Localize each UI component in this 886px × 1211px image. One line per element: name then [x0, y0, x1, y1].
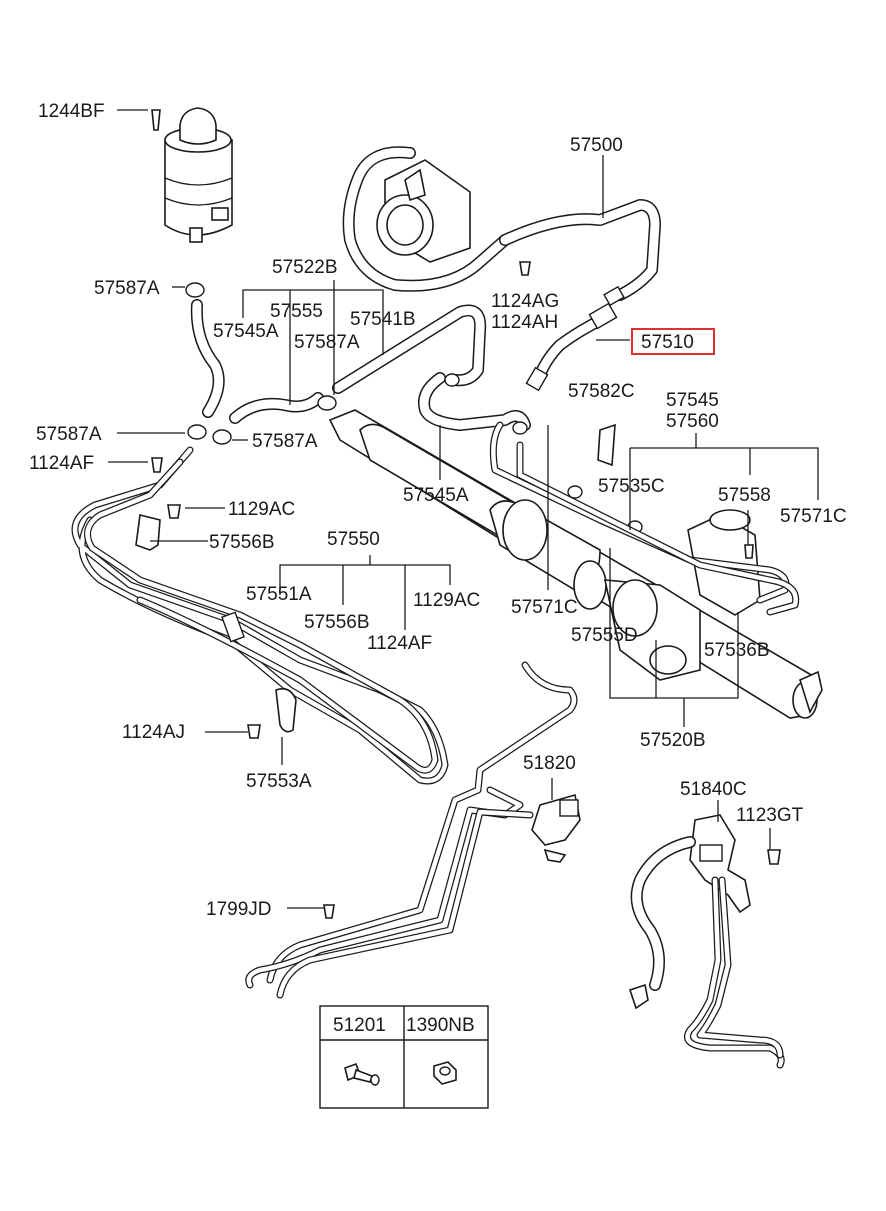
label-1244BF: 1244BF	[38, 101, 105, 122]
label-1124AF: 1124AF	[367, 633, 432, 654]
label-57587A: 57587A	[294, 332, 360, 353]
label-57536B: 57536B	[704, 640, 770, 661]
label-57555D: 57555D	[571, 625, 638, 646]
table-header-51201: 51201	[333, 1015, 386, 1036]
hose-clamps	[185, 282, 643, 534]
cooler-lines	[71, 446, 449, 785]
bolts	[151, 261, 781, 919]
lower-lines	[245, 661, 578, 999]
nut-1390NB-icon	[433, 1061, 457, 1085]
label-1799JD: 1799JD	[206, 899, 272, 920]
highlight-box-57510	[631, 328, 715, 355]
label-57520B: 57520B	[640, 730, 706, 751]
pump-hoses	[342, 146, 661, 301]
label-57553A: 57553A	[246, 771, 312, 792]
label-57510: 57510	[641, 332, 694, 353]
label-1123GT: 1123GT	[736, 805, 804, 826]
label-57558: 57558	[718, 485, 771, 506]
label-57500: 57500	[570, 135, 623, 156]
label-57582C: 57582C	[568, 381, 635, 402]
label-57522B: 57522B	[272, 257, 338, 278]
label-57545A: 57545A	[403, 485, 469, 506]
steering-rack	[328, 409, 823, 719]
bracket-57553A	[275, 687, 297, 733]
label-1124AH: 1124AH	[491, 312, 558, 333]
label-57545: 57545	[666, 390, 719, 411]
label-57556B: 57556B	[209, 532, 275, 553]
label-57551A: 57551A	[246, 584, 312, 605]
label-1124AG: 1124AG	[491, 291, 559, 312]
pressure-hose-57510	[525, 285, 625, 392]
label-57560: 57560	[666, 411, 719, 432]
rack-pipes	[489, 421, 800, 616]
label-57545A: 57545A	[213, 321, 279, 342]
pump	[376, 159, 471, 263]
label-57587A: 57587A	[252, 431, 318, 452]
reservoir	[151, 107, 233, 243]
valve-51820	[531, 793, 581, 863]
label-1129AC: 1129AC	[228, 499, 295, 520]
part-labels: 1244BF 57500 57522B 57587A 57555 57545A …	[29, 101, 847, 920]
label-57587A: 57587A	[94, 278, 160, 299]
return-hose-57522B	[190, 299, 531, 431]
label-57535C: 57535C	[598, 476, 665, 497]
parts-table: 51201 1390NB	[319, 1005, 489, 1109]
table-header-1390NB: 1390NB	[406, 1015, 475, 1036]
label-57571C: 57571C	[511, 597, 578, 618]
label-1129AC: 1129AC	[413, 590, 480, 611]
label-57550: 57550	[327, 529, 380, 550]
clip-51201-icon	[344, 1062, 380, 1086]
label-57556B: 57556B	[304, 612, 370, 633]
label-57541B: 57541B	[350, 309, 416, 330]
label-57587A: 57587A	[36, 424, 102, 445]
valve-51840C	[628, 814, 785, 1069]
label-1124AJ: 1124AJ	[122, 722, 185, 743]
label-51820: 51820	[523, 753, 576, 774]
label-57555: 57555	[270, 301, 323, 322]
label-57571C: 57571C	[780, 506, 847, 527]
leader-lines	[108, 109, 819, 909]
label-51840C: 51840C	[680, 779, 747, 800]
label-1124AF: 1124AF	[29, 453, 94, 474]
